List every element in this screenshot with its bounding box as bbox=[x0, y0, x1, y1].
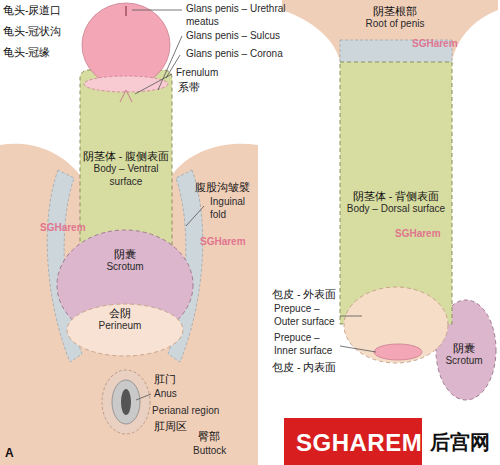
part-label: 龟头-冠缘 bbox=[3, 46, 51, 59]
part-label: Buttock bbox=[193, 445, 226, 458]
region-name-en: Body – Ventral surface bbox=[82, 163, 170, 188]
leader-line bbox=[135, 74, 172, 94]
prepuce-outer bbox=[344, 287, 448, 363]
part-label: Prepuce – Outer surface bbox=[274, 303, 338, 328]
region-label: 阴茎体 - 背侧表面Body – Dorsal surface bbox=[347, 190, 445, 216]
watermark-box bbox=[284, 418, 422, 465]
region-name-zh: 阴茎体 - 腹侧表面 bbox=[82, 150, 170, 163]
part-label: 腹股沟皱襞 bbox=[195, 181, 250, 194]
urethral-meatus bbox=[125, 6, 127, 16]
region-label: 阴囊Scrotum bbox=[106, 248, 143, 274]
shaft-ventral bbox=[80, 70, 172, 255]
perineum bbox=[67, 304, 183, 356]
region-name-zh: 阴囊 bbox=[106, 248, 143, 261]
region-name-en: Perineum bbox=[99, 320, 142, 333]
watermark-box bbox=[422, 418, 500, 465]
part-label: 包皮 - 外表面 bbox=[272, 288, 336, 301]
region-name-en: Scrotum bbox=[106, 261, 143, 274]
part-label: 肛门 bbox=[154, 373, 176, 386]
region-name-en: Body – Dorsal surface bbox=[347, 203, 445, 216]
region-name-zh: 阴茎体 - 背侧表面 bbox=[347, 190, 445, 203]
panel-letter: A bbox=[5, 446, 14, 461]
part-label: 包皮 - 内表面 bbox=[272, 361, 336, 374]
watermark: SGHarem bbox=[200, 236, 246, 249]
leader-line bbox=[340, 346, 376, 352]
part-label: Prepuce – Inner surface bbox=[274, 332, 338, 357]
anus bbox=[112, 380, 140, 424]
part-label: Glans penis – Corona bbox=[186, 48, 283, 61]
part-label: Frenulum bbox=[176, 67, 218, 80]
watermark: SGHarem bbox=[412, 38, 458, 51]
region-name-zh: 阴茎根部 bbox=[366, 5, 425, 18]
part-label: Glans penis – Sulcus bbox=[186, 30, 280, 43]
part-label: Perianal region bbox=[152, 405, 219, 418]
part-label: 龟头-尿道口 bbox=[3, 4, 62, 17]
region-name-en: Root of penis bbox=[366, 18, 425, 31]
part-label: 肛周区 bbox=[154, 420, 187, 433]
part-label: Anus bbox=[154, 388, 177, 401]
part-label: Glans penis – Urethral meatus bbox=[186, 3, 300, 28]
part-label: Inguinal fold bbox=[210, 196, 256, 221]
perianal-region bbox=[102, 370, 150, 434]
region-label: 阴囊Scrotum bbox=[445, 342, 482, 368]
frenulum bbox=[120, 90, 132, 102]
region-name-zh: 会阴 bbox=[99, 307, 142, 320]
leader-line bbox=[132, 10, 182, 11]
corona bbox=[84, 76, 168, 92]
watermark: SGHarem bbox=[395, 228, 441, 241]
leader-lines bbox=[340, 316, 376, 352]
region-name-en: Scrotum bbox=[445, 355, 482, 368]
part-label: 龟头-冠状沟 bbox=[3, 25, 62, 38]
anus-opening bbox=[121, 389, 131, 415]
part-label: 系带 bbox=[178, 81, 200, 94]
region-name-zh: 阴囊 bbox=[445, 342, 482, 355]
part-label: 臀部 bbox=[198, 430, 220, 443]
watermark: SGHAREM bbox=[296, 428, 422, 458]
prepuce-inner bbox=[374, 344, 422, 360]
leader-line bbox=[136, 394, 151, 400]
watermark: 后宫网 bbox=[430, 430, 490, 455]
leader-line bbox=[340, 316, 362, 317]
glans bbox=[82, 3, 170, 87]
region-label: 阴茎根部Root of penis bbox=[366, 5, 425, 31]
region-label: 会阴Perineum bbox=[99, 307, 142, 333]
leader-line bbox=[186, 206, 204, 226]
region-label: 阴茎体 - 腹侧表面Body – Ventral surface bbox=[82, 150, 170, 188]
shaft-dorsal bbox=[340, 62, 452, 324]
watermark: SGHarem bbox=[40, 222, 86, 235]
